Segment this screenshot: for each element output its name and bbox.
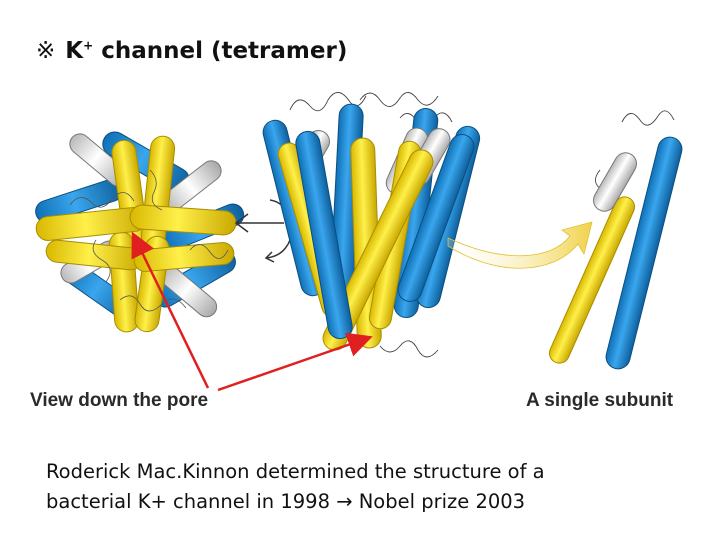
label-single-subunit: A single subunit xyxy=(526,390,674,411)
side-view-structure xyxy=(262,92,481,358)
caption: Roderick Mac.Kinnon determined the struc… xyxy=(46,457,686,517)
caption-line-1: Roderick Mac.Kinnon determined the struc… xyxy=(46,460,545,483)
label-view-down-pore: View down the pore xyxy=(30,390,209,411)
red-pointer-arrows xyxy=(131,231,373,392)
pointer-to-pore-side-icon xyxy=(217,332,373,392)
single-subunit-structure xyxy=(548,110,683,370)
title-text: channel (tetramer) xyxy=(101,38,348,64)
slide-title: ※ K+ channel (tetramer) xyxy=(36,38,347,64)
curved-arrow-icon xyxy=(447,221,593,269)
caption-line-2: bacterial K+ channel in 1998 → Nobel pri… xyxy=(46,490,526,513)
top-view-structure xyxy=(35,131,245,333)
title-ion-charge: + xyxy=(83,38,94,53)
title-ion: K xyxy=(65,38,84,64)
pointer-to-pore-top-icon xyxy=(131,231,210,389)
reference-mark-icon: ※ xyxy=(36,38,56,64)
